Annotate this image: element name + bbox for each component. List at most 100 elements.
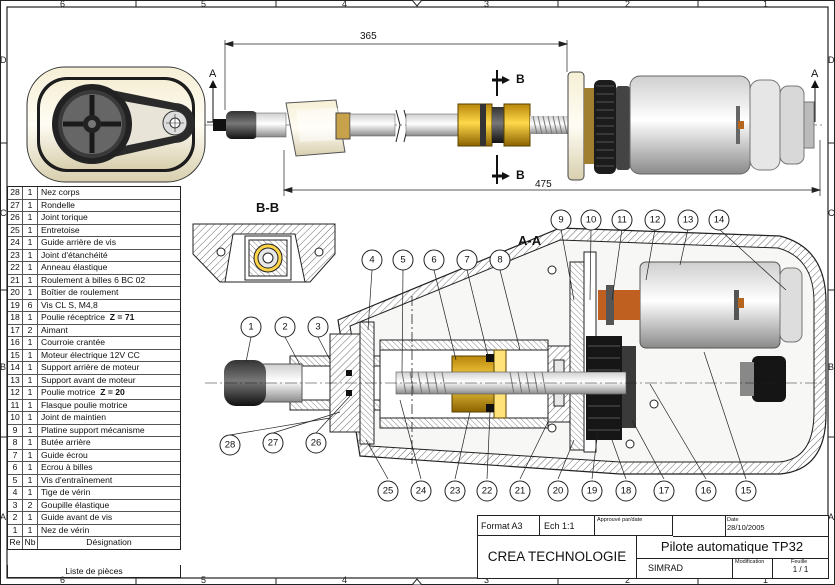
border-number: 2 (625, 0, 631, 9)
callout-17: 17 (659, 486, 670, 497)
part-rep: 26 (8, 212, 23, 224)
part-rep: 13 (8, 374, 23, 386)
scale-cell: Ech 1:1 (540, 516, 595, 536)
callout-8: 8 (497, 255, 502, 266)
callout-7: 7 (464, 255, 469, 266)
callout-19: 19 (587, 486, 598, 497)
border-number: 3 (484, 0, 490, 9)
callout-5: 5 (400, 255, 405, 266)
part-nb: 1 (23, 337, 38, 349)
part-nb: 1 (23, 412, 38, 424)
callout-18: 18 (621, 486, 632, 497)
callouts-mid (240, 249, 511, 338)
callout-3: 3 (315, 322, 320, 333)
part-nb: 1 (23, 399, 38, 411)
part-nb: 1 (23, 524, 38, 536)
part-nb: 1 (23, 274, 38, 286)
part-nb: 1 (23, 224, 38, 236)
callout-26: 26 (311, 438, 322, 449)
part-rep: 9 (8, 424, 23, 436)
parts-list-caption: Liste de pièces (7, 565, 181, 578)
date-label: Date (727, 517, 739, 523)
part-rep: 21 (8, 274, 23, 286)
part-rep: 14 (8, 362, 23, 374)
part-designation: Rondelle (41, 199, 75, 210)
part-designation: Flasque poulie motrice (41, 399, 128, 410)
border-letter: B (828, 362, 835, 372)
callout-13: 13 (683, 215, 694, 226)
part-rep: 3 (8, 499, 23, 511)
part-rep: 12 (8, 387, 23, 399)
part-nb: 1 (23, 387, 38, 399)
header-rep: Re (8, 537, 23, 549)
part-designation: Anneau élastique (41, 262, 108, 272)
callout-12: 12 (650, 215, 661, 226)
dimension-lines (223, 40, 822, 196)
section-bb-view (192, 223, 336, 283)
part-designation: Poulie réceptrice Z = 71 (38, 312, 180, 324)
section-mark-b-top: B (516, 72, 525, 86)
callout-25: 25 (383, 486, 394, 497)
date-cell: Date 28/10/2005 (725, 516, 828, 537)
part-designation: Courroie crantée (41, 337, 106, 347)
external-view (26, 66, 822, 184)
part-designation: Guide avant de vis (41, 512, 113, 522)
border-number: 1 (763, 0, 769, 9)
sheet-value: 1 / 1 (792, 565, 809, 574)
part-designation: Ecrou à billes (41, 462, 93, 472)
part-nb: 1 (23, 262, 38, 274)
callout-14: 14 (714, 215, 725, 226)
part-designation: Roulement à billes 6 BC 02 (41, 274, 146, 285)
callout-9: 9 (558, 215, 563, 226)
part-rep: 19 (8, 299, 23, 311)
header-designation: Désignation (86, 537, 132, 547)
border-letter: A (0, 512, 7, 522)
callout-4: 4 (369, 255, 374, 266)
border-letter: B (0, 362, 7, 372)
callout-labels-bottom: 28 27 26 25 24 23 22 21 20 19 18 17 16 1… (225, 438, 752, 497)
callout-23: 23 (450, 486, 461, 497)
part-rep: 7 (8, 449, 23, 461)
part-nb: 1 (23, 449, 38, 461)
part-nb: 1 (23, 287, 38, 299)
part-nb: 1 (23, 512, 38, 524)
projection-cell (673, 516, 726, 537)
border-number: 2 (625, 575, 631, 585)
part-designation: Nez de vérin (41, 524, 90, 535)
part-nb: 6 (23, 299, 38, 311)
part-nb: 1 (23, 374, 38, 386)
date-value: 28/10/2005 (727, 523, 765, 532)
part-designation: Poulie motrice Z = 20 (38, 387, 180, 399)
part-designation: Aimant (41, 324, 68, 335)
section-mark-b-bottom: B (516, 168, 525, 182)
callout-28: 28 (225, 440, 236, 451)
part-nb: 1 (23, 212, 38, 224)
part-designation-text: Poulie motrice (41, 387, 96, 397)
callout-24: 24 (416, 486, 427, 497)
border-number: 6 (60, 575, 66, 585)
callout-leaders (229, 228, 787, 480)
callout-1: 1 (248, 322, 253, 333)
callout-20: 20 (553, 486, 564, 497)
border-number: 5 (201, 575, 207, 585)
part-rep: 24 (8, 237, 23, 249)
part-rep: 10 (8, 412, 23, 424)
drawing-subtitle: SIMRAD (636, 558, 733, 578)
border-number: 6 (60, 0, 66, 9)
callout-21: 21 (515, 486, 526, 497)
callout-27: 27 (268, 438, 279, 449)
